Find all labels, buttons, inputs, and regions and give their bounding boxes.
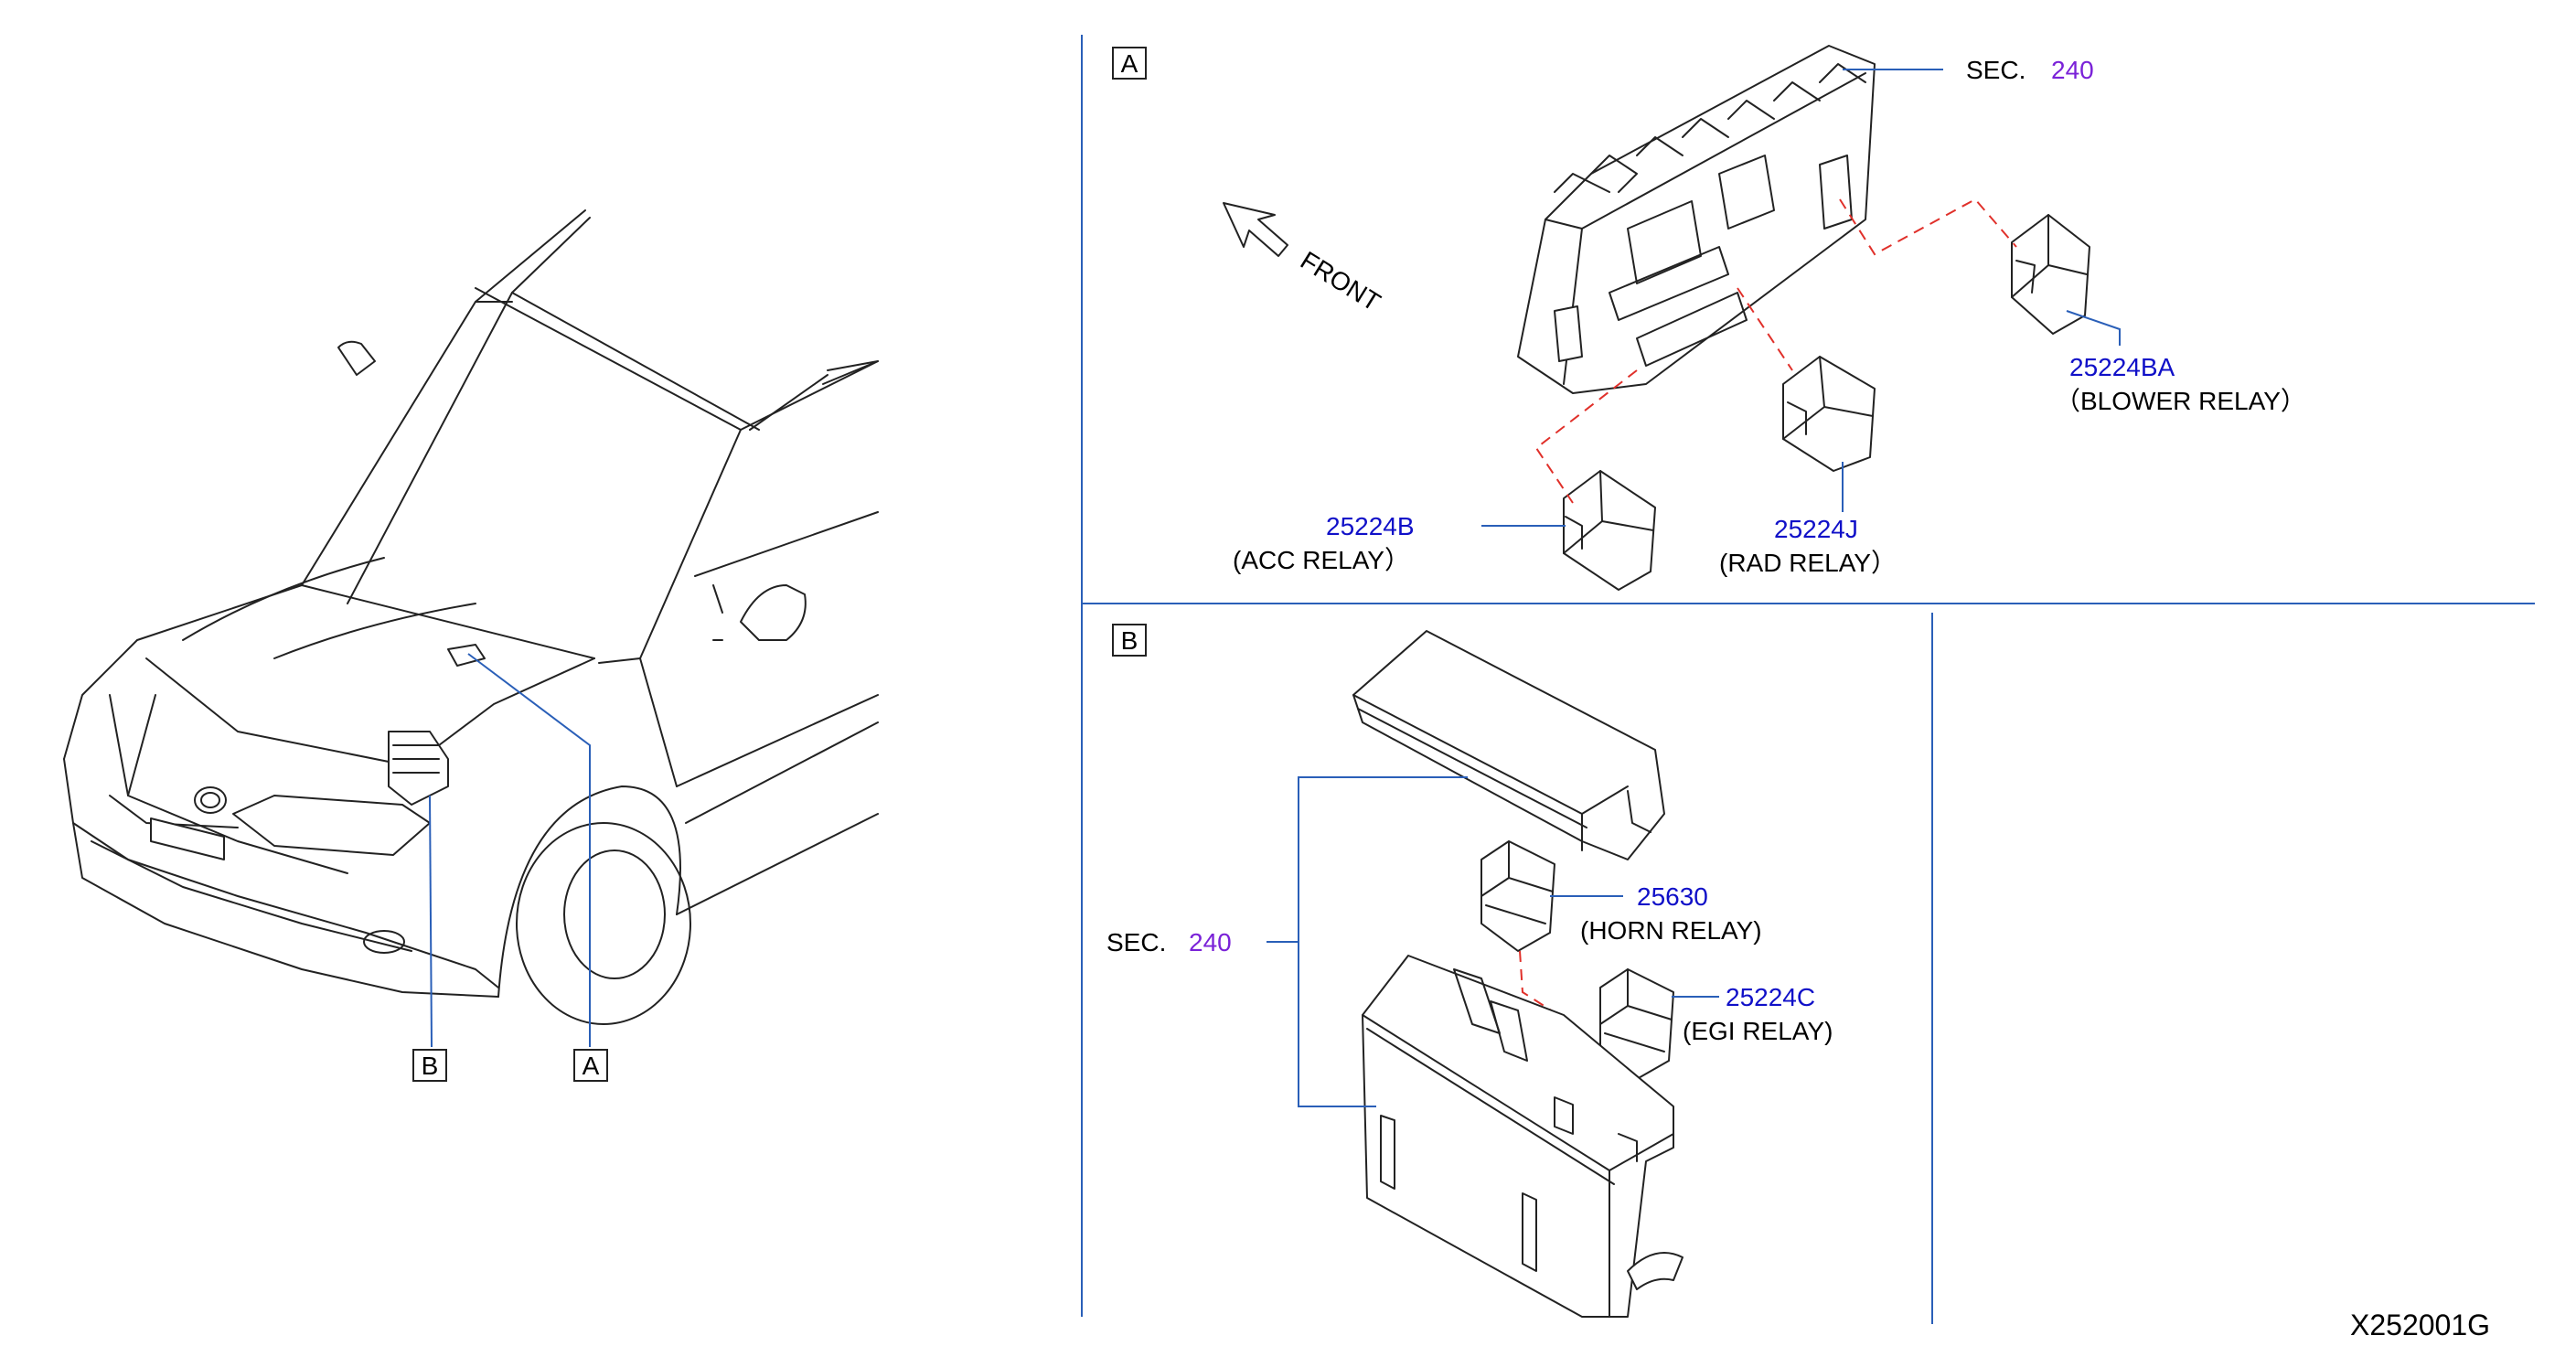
callout-letter-car-b: B [422, 1052, 439, 1080]
sec-a-number: 240 [2051, 56, 2094, 84]
rad-relay-connection [1737, 287, 1793, 371]
car-callout-leaders [429, 653, 591, 1048]
fuse-box-cover [1352, 630, 1665, 860]
sec-a-label: SEC. [1966, 56, 2026, 84]
blower-relay-connection [1839, 198, 2017, 256]
horn-relay-name: (HORN RELAY) [1580, 916, 1762, 945]
callout-box-car-a [573, 1049, 608, 1082]
section-b-letter: B [1121, 626, 1138, 655]
egi-relay-name: (EGI RELAY) [1683, 1017, 1833, 1045]
sec-b-number: 240 [1189, 928, 1232, 956]
front-arrow-icon [1223, 202, 1288, 257]
blower-relay-number: 25224BA [2069, 353, 2175, 381]
acc-relay-name: (ACC RELAY） [1233, 546, 1410, 574]
blower-relay [2011, 214, 2090, 335]
egi-relay-number: 25224C [1726, 983, 1815, 1011]
callout-letter-car-a: A [583, 1052, 600, 1080]
relay-block-a [1517, 45, 1876, 394]
rad-relay-name: (RAD RELAY） [1719, 549, 1897, 577]
acc-relay [1563, 470, 1656, 591]
section-a-letter: A [1121, 49, 1138, 78]
sec-b-label: SEC. [1106, 928, 1166, 956]
rad-relay-number: 25224J [1774, 515, 1858, 543]
fuse-box-base [1362, 955, 1683, 1318]
acc-relay-connection [1534, 369, 1638, 504]
section-b-box [1112, 624, 1147, 657]
acc-relay-number: 25224B [1326, 512, 1415, 540]
blower-relay-leader [2066, 310, 2121, 346]
blower-relay-name: （BLOWER RELAY） [2055, 387, 2306, 415]
front-label: FRONT [1296, 246, 1385, 316]
car-illustration [63, 209, 879, 1025]
panel-dividers [1081, 35, 2535, 1324]
horn-relay-number: 25630 [1637, 882, 1708, 911]
section-a-box [1112, 47, 1147, 80]
horn-relay [1480, 840, 1555, 952]
rad-relay [1782, 356, 1876, 472]
callout-box-car-b [412, 1049, 447, 1082]
diagram-code: X252001G [2350, 1309, 2490, 1341]
